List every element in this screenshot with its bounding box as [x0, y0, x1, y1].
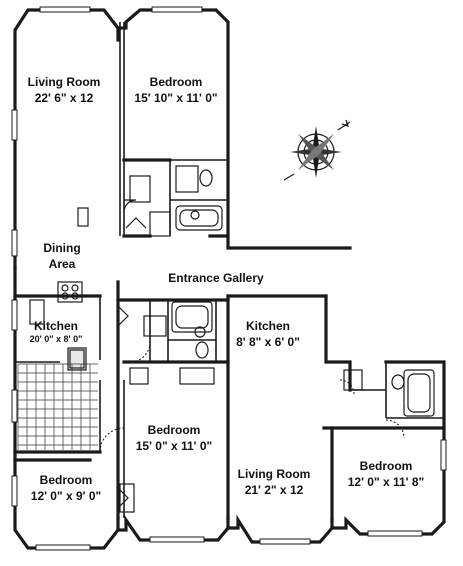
living-room-2-dims: 21' 2" x 12: [245, 483, 304, 497]
living-room-1-dims: 22' 6" x 12: [35, 91, 94, 105]
bedroom-3-dims: 12' 0" x 9' 0": [31, 489, 101, 503]
kitchen-2-name: Kitchen: [246, 319, 290, 333]
compass-rose-icon: [283, 119, 351, 181]
bedroom-3-name: Bedroom: [40, 473, 93, 487]
windows: [11, 6, 447, 551]
tile-floor: [17, 363, 98, 450]
bedroom-4-dims: 12' 0" x 11' 8": [348, 475, 424, 489]
kitchen-2-dims: 8' 8" x 6' 0": [236, 335, 300, 349]
bedroom-1-name: Bedroom: [150, 75, 203, 89]
living-room-1-name: Living Room: [28, 75, 101, 89]
room-labels: Living Room 22' 6" x 12 Bedroom 15' 10" …: [28, 75, 425, 503]
fixtures: [29, 165, 435, 513]
bedroom-2-dims: 15' 0" x 11' 0": [136, 439, 212, 453]
bedroom-4-name: Bedroom: [360, 459, 413, 473]
living-room-2-name: Living Room: [238, 467, 311, 481]
dining-area-name: Dining: [43, 241, 80, 255]
bedroom-2-name: Bedroom: [148, 423, 201, 437]
kitchen-1-name: Kitchen: [34, 319, 78, 333]
kitchen-1-dims: 20' 0" x 8' 0": [30, 334, 83, 344]
dining-area-name-2: Area: [49, 257, 76, 271]
bedroom-1-dims: 15' 10" x 11' 0": [134, 91, 217, 105]
entrance-gallery-label: Entrance Gallery: [168, 271, 264, 285]
